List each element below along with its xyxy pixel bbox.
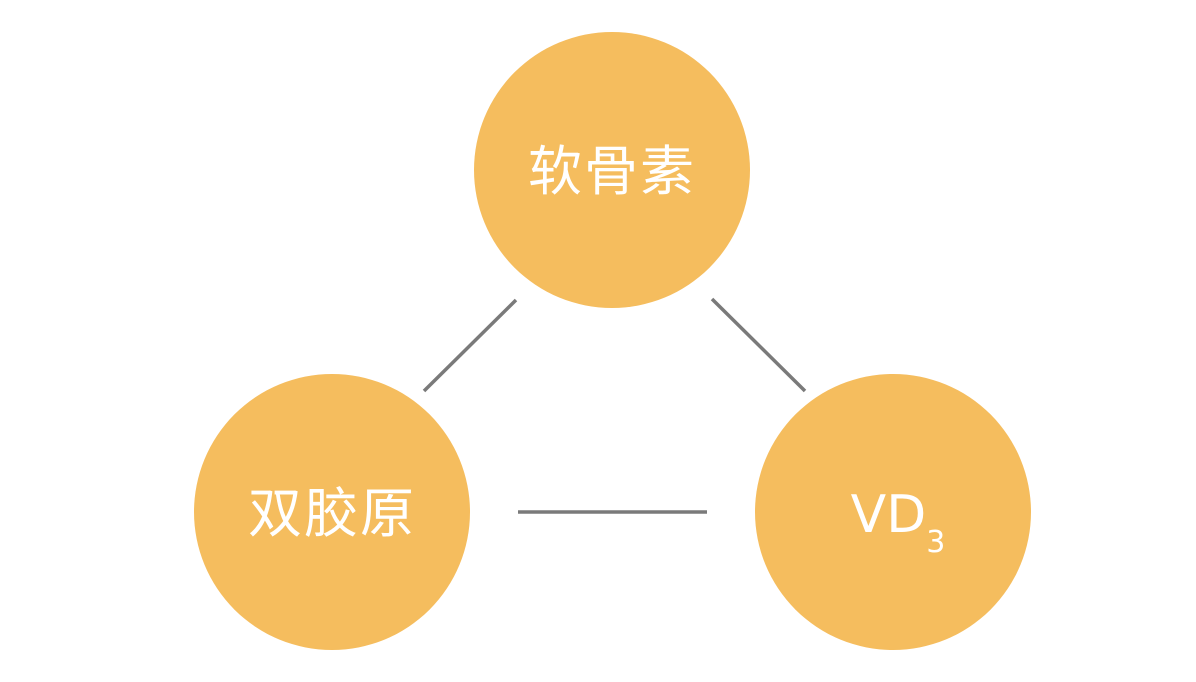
node-collagen-circle	[194, 374, 470, 650]
node-vitamin-d3-label: VD3	[851, 485, 946, 560]
node-chondroitin-circle	[474, 32, 750, 308]
connector-top-left	[422, 298, 518, 393]
node-chondroitin-label: 软骨素	[528, 140, 696, 203]
node-chondroitin: 软骨素	[474, 32, 750, 308]
node-collagen-label: 双胶原	[248, 482, 416, 545]
node-vitamin-d3: VD3	[755, 374, 1031, 650]
node-vitamin-d3-label-sub: 3	[926, 525, 945, 560]
node-collagen: 双胶原	[194, 374, 470, 650]
node-vitamin-d3-circle	[755, 374, 1031, 650]
node-vitamin-d3-label-main: VD	[851, 485, 927, 545]
connector-top-right	[710, 297, 807, 393]
